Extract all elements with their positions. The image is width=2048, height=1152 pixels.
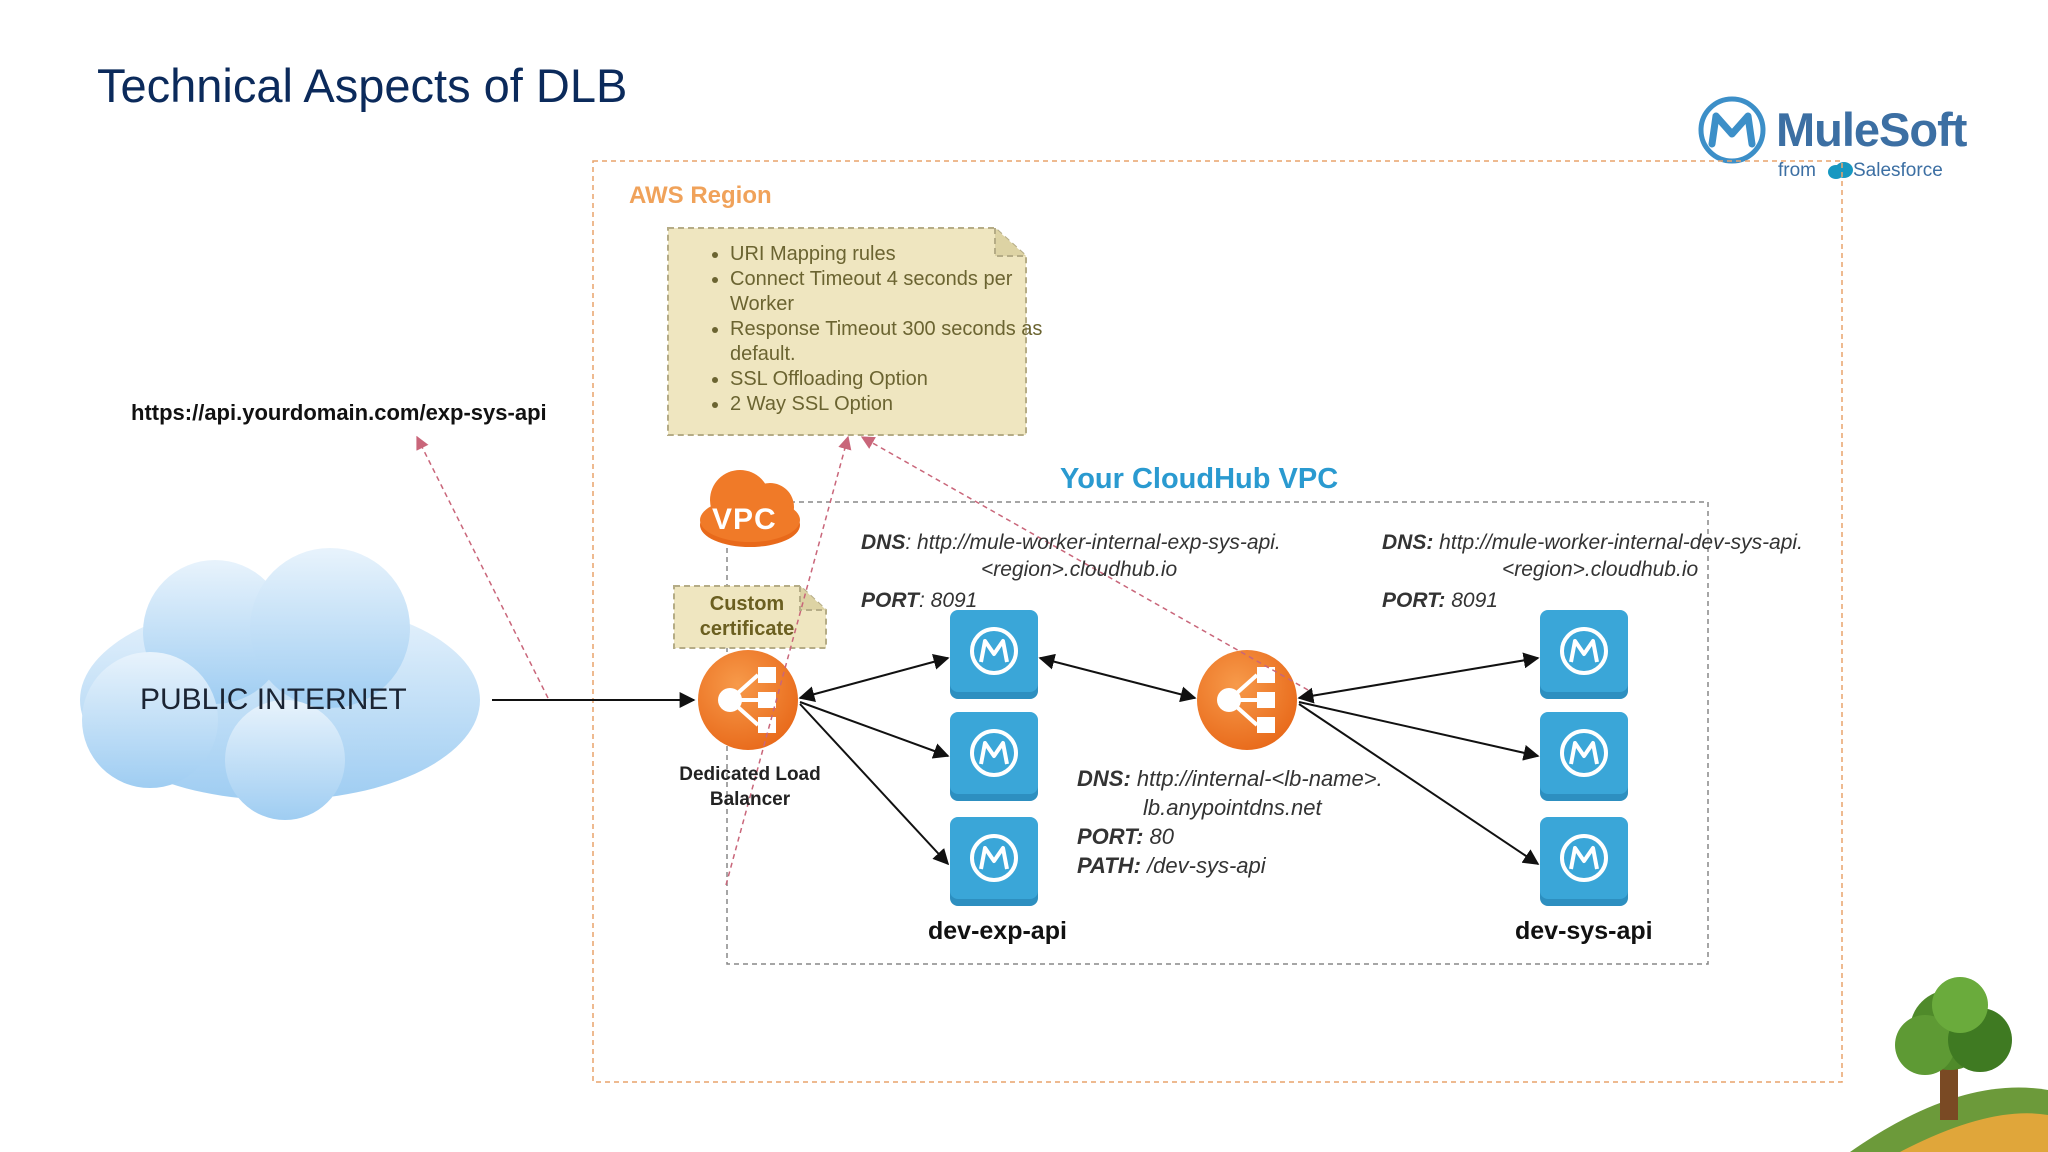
internal-load-balancer-icon [1197, 650, 1297, 750]
public-url-label: https://api.yourdomain.com/exp-sys-api [131, 400, 547, 425]
internal-lb-info: DNS: http://internal-<lb-name>. lb.anypo… [1077, 766, 1383, 878]
sys-api-label: dev-sys-api [1515, 917, 1653, 945]
sys-worker-tile-3 [1540, 817, 1628, 906]
exp-to-internal-lb-arrow [1038, 653, 1197, 703]
dlb-features-list: URI Mapping rules Connect Timeout 4 seco… [708, 242, 1050, 417]
exp-worker-tile-1 [950, 610, 1038, 699]
public-internet-label: PUBLIC INTERNET [140, 683, 407, 716]
exp-api-label: dev-exp-api [928, 917, 1067, 945]
sys-worker-tile-1 [1540, 610, 1628, 699]
sys-api-dns-info: DNS: http://mule-worker-internal-dev-sys… [1382, 531, 1803, 612]
logo-salesforce: Salesforce [1853, 160, 1943, 181]
dedicated-load-balancer-label: Dedicated Load Balancer [679, 764, 821, 810]
exp-worker-tile-3 [950, 817, 1038, 906]
aws-region-label: AWS Region [629, 182, 772, 209]
dlb-to-exp3-arrow [799, 703, 950, 866]
vpc-cloud-icon [700, 470, 800, 547]
salesforce-cloud-icon [1828, 162, 1853, 179]
list-item: 2 Way SSL Option [730, 392, 1050, 417]
notes-shape [667, 227, 1027, 436]
exp-api-dns-info: DNS: http://mule-worker-internal-exp-sys… [861, 531, 1281, 612]
logo-from: from [1778, 160, 1816, 181]
ilb-to-sys3-arrow [1298, 703, 1540, 865]
logo-wordmark: MuleSoft [1776, 103, 1967, 156]
list-item: URI Mapping rules [730, 242, 1050, 267]
list-item: SSL Offloading Option [730, 367, 1050, 392]
vpc-label: Your CloudHub VPC [1060, 463, 1339, 495]
dlb-to-exp2-arrow [799, 701, 950, 759]
ilb-to-sys1-arrow [1297, 652, 1540, 704]
tree-illustration-icon [1850, 977, 2048, 1152]
dlb-to-exp1-arrow [798, 654, 950, 702]
list-item: Connect Timeout 4 seconds per Worker [730, 267, 1050, 317]
public-internet-cloud [80, 548, 480, 820]
sys-worker-tile-2 [1540, 712, 1628, 801]
ilb-note-pointer-line [860, 436, 1309, 691]
dedicated-load-balancer-icon [698, 650, 798, 750]
certificate-note-shape [673, 585, 827, 649]
custom-certificate-label: Custom certificate [699, 593, 795, 640]
ilb-to-sys2-arrow [1298, 701, 1540, 761]
vpc-icon-label: VPC [712, 503, 777, 536]
exp-worker-tile-2 [950, 712, 1038, 801]
list-item: Response Timeout 300 seconds as default. [730, 317, 1050, 367]
aws-region-box [592, 160, 1843, 1083]
url-pointer-line [416, 435, 549, 699]
slide-title: Technical Aspects of DLB [97, 59, 628, 112]
